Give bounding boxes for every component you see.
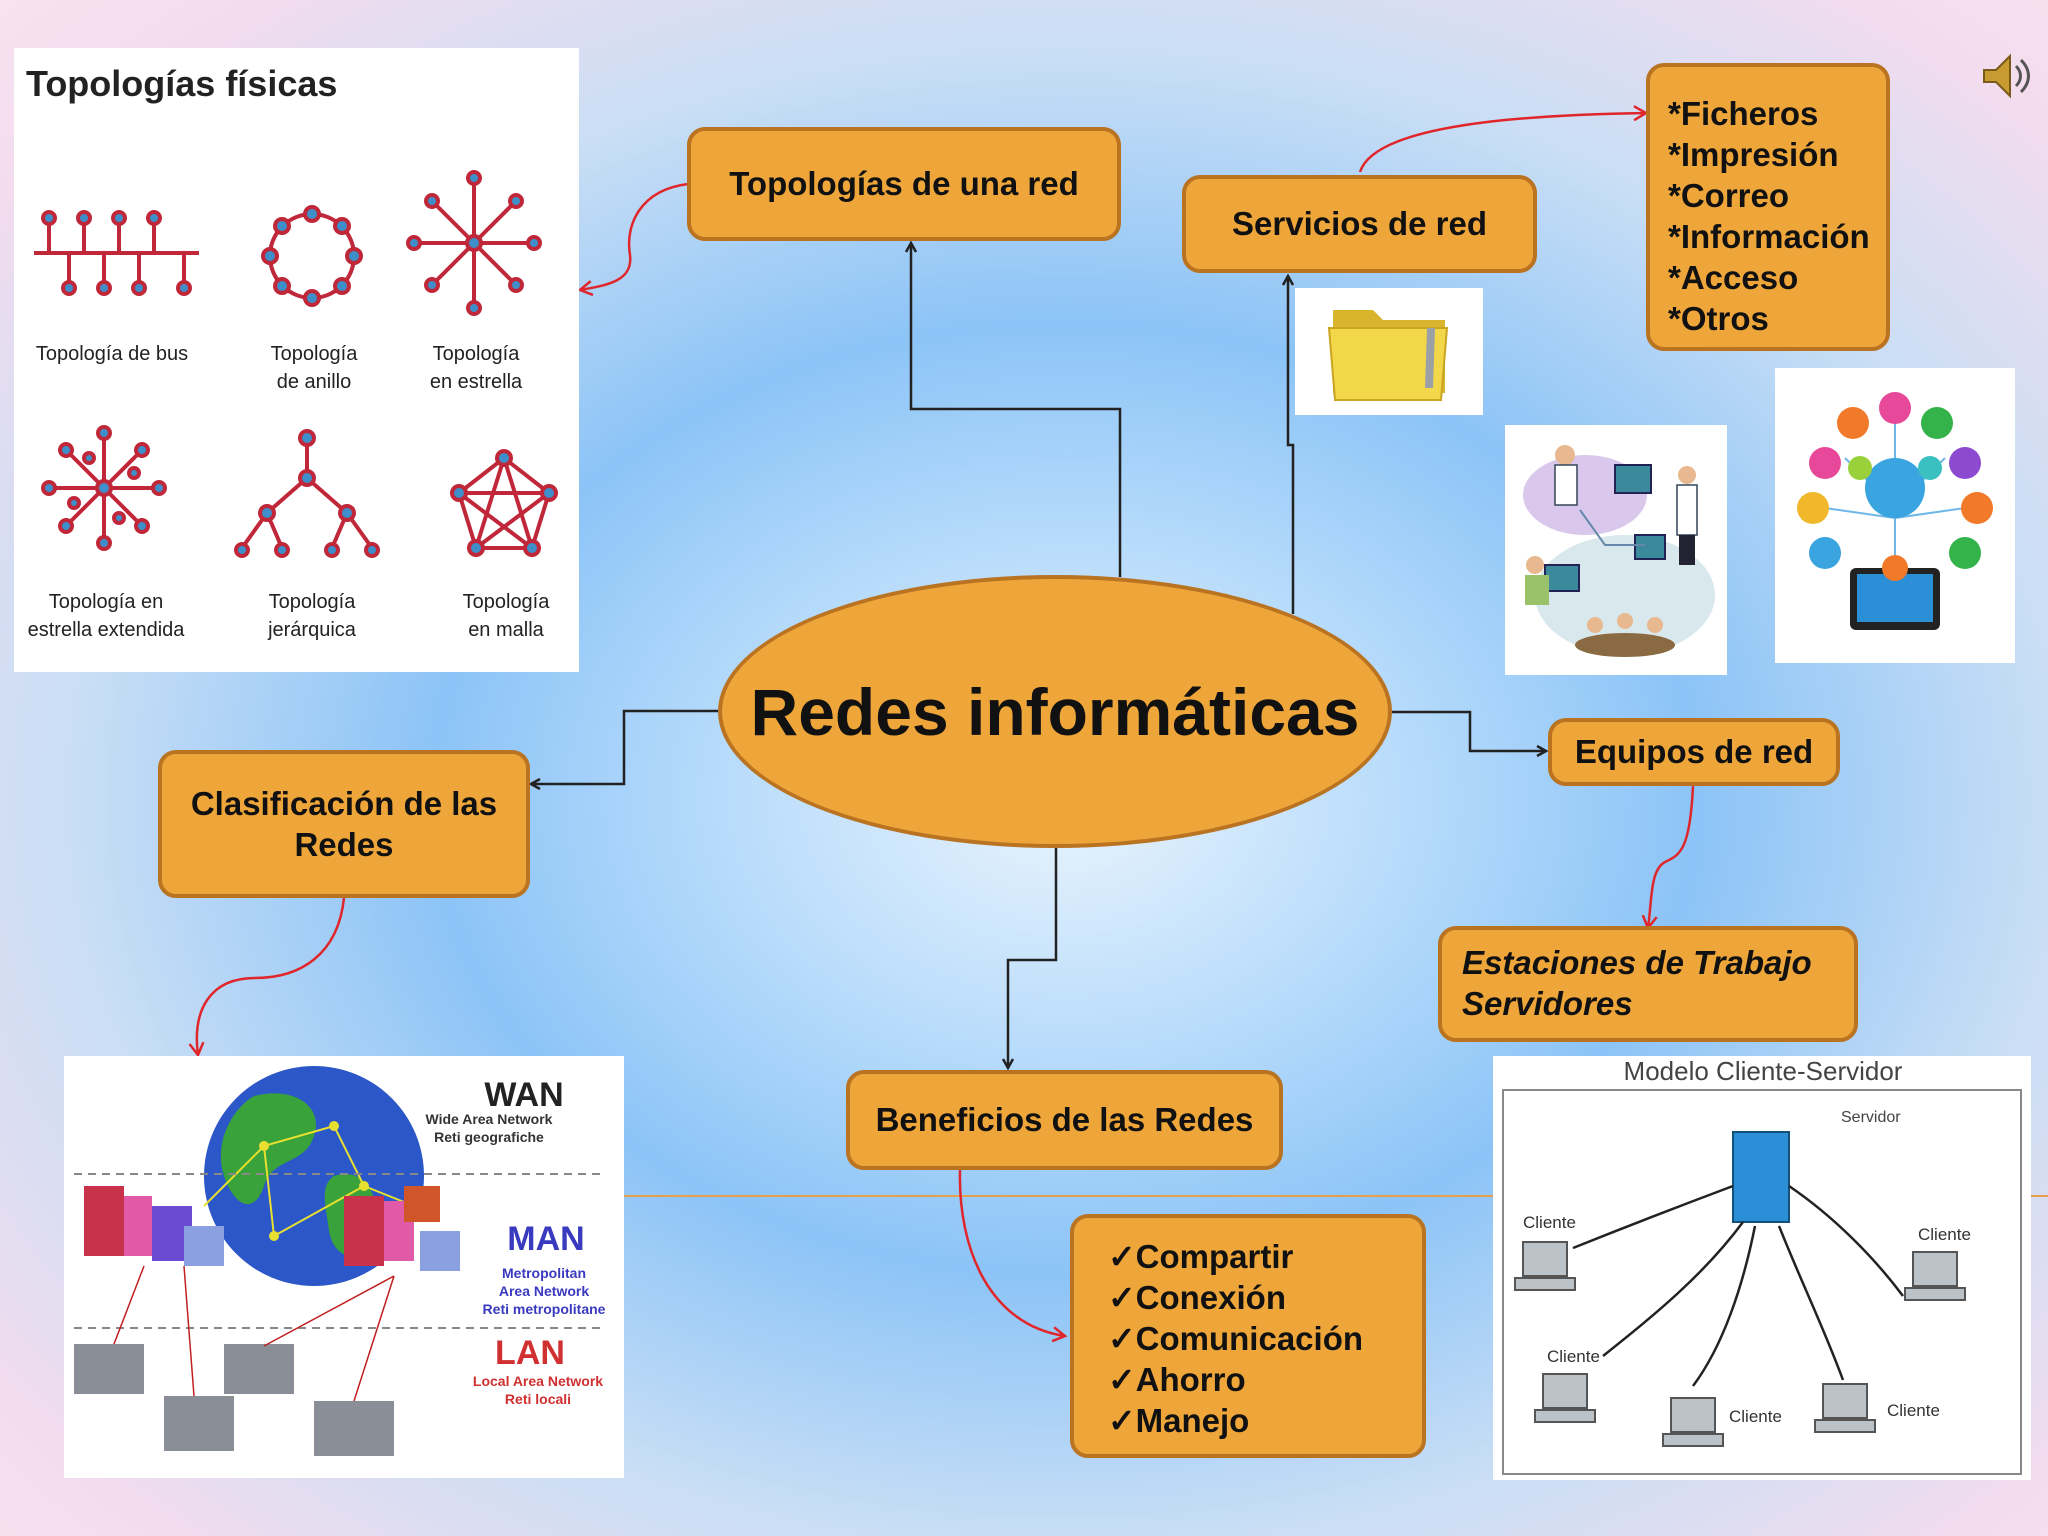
connector-equipos bbox=[1392, 710, 1546, 751]
central-topic: Redes informáticas bbox=[718, 575, 1392, 848]
estaciones-box: Estaciones de Trabajo Servidores bbox=[1438, 926, 1858, 1042]
wan-label: WAN bbox=[484, 1076, 563, 1114]
red-arrow-clasificacion bbox=[197, 897, 346, 1055]
cliente-servidor-image: Modelo Cliente-Servidor Servidor Cliente… bbox=[1493, 1056, 2031, 1480]
red-arrow-equipos bbox=[1648, 785, 1695, 928]
beneficios-item: ✓Ahorro bbox=[1108, 1361, 1246, 1398]
node-clasificacion: Clasificación de las Redes bbox=[158, 750, 530, 898]
folder-icon bbox=[1327, 310, 1449, 401]
cs-server-label: Servidor bbox=[1841, 1109, 1901, 1126]
topologias-panel-title: Topologías físicas bbox=[26, 63, 337, 104]
wan-sub1: Wide Area Network bbox=[426, 1111, 553, 1127]
node-beneficios-label: Beneficios de las Redes bbox=[875, 1101, 1254, 1138]
node-equipos-label: Equipos de red bbox=[1574, 733, 1814, 770]
lan-label: LAN bbox=[495, 1334, 565, 1372]
estaciones-item: Servidores bbox=[1462, 985, 1633, 1022]
connector-clasificacion bbox=[531, 709, 718, 784]
servicios-item: *Acceso bbox=[1668, 259, 1799, 296]
node-servicios-label: Servicios de red bbox=[1232, 205, 1487, 242]
folder-image bbox=[1295, 288, 1483, 415]
estaciones-item: Estaciones de Trabajo bbox=[1462, 944, 1812, 981]
servicios-item: *Ficheros bbox=[1668, 95, 1819, 132]
topologia-label: Topología en bbox=[49, 591, 164, 613]
topologia-label: jerárquica bbox=[267, 619, 357, 641]
topologia-label: estrella extendida bbox=[28, 619, 186, 641]
lan-sub2: Reti locali bbox=[505, 1391, 571, 1407]
node-topologias-label: Topologías de una red bbox=[729, 165, 1079, 202]
topologias-fisicas-image: Topologías físicas bbox=[14, 48, 579, 672]
red-arrow-servicios bbox=[1358, 113, 1646, 173]
speaker-icon[interactable] bbox=[1978, 48, 2034, 104]
topologia-label: Topología bbox=[269, 591, 357, 613]
cs-client-label: Cliente bbox=[1523, 1213, 1576, 1232]
topologia-label: Topología bbox=[463, 591, 551, 613]
node-clasificacion-line1: Clasificación de las bbox=[190, 785, 498, 822]
node-clasificacion-line2: Redes bbox=[294, 826, 394, 863]
servicios-item: *Impresión bbox=[1668, 136, 1839, 173]
topologia-label: en malla bbox=[468, 619, 544, 641]
servicios-list: *Ficheros *Impresión *Correo *Informació… bbox=[1646, 63, 1890, 351]
node-equipos: Equipos de red bbox=[1548, 718, 1840, 786]
cs-title: Modelo Cliente-Servidor bbox=[1624, 1056, 1903, 1086]
network-people-image bbox=[1505, 425, 1727, 675]
servicios-item: *Correo bbox=[1668, 177, 1790, 214]
man-sub3: Reti metropolitane bbox=[483, 1301, 606, 1317]
servicios-item: *Otros bbox=[1668, 300, 1769, 337]
node-topologias: Topologías de una red bbox=[687, 127, 1121, 241]
cs-client-label: Cliente bbox=[1918, 1225, 1971, 1244]
red-arrow-beneficios bbox=[958, 1169, 1065, 1336]
beneficios-item: ✓Comunicación bbox=[1108, 1320, 1364, 1357]
topologia-label: Topología bbox=[433, 343, 521, 365]
central-title: Redes informáticas bbox=[750, 674, 1360, 749]
connector-topologias bbox=[911, 243, 1122, 577]
topologia-label: Topología bbox=[271, 343, 359, 365]
cs-client-label: Cliente bbox=[1729, 1407, 1782, 1426]
cs-client-label: Cliente bbox=[1887, 1401, 1940, 1420]
wan-man-lan-image: WAN Wide Area Network Reti geografiche M… bbox=[64, 1056, 624, 1478]
man-label: MAN bbox=[507, 1220, 584, 1258]
connector-beneficios bbox=[1008, 848, 1058, 1068]
topologia-label: de anillo bbox=[277, 371, 352, 393]
beneficios-item: ✓Conexión bbox=[1108, 1279, 1286, 1316]
wan-sub2: Reti geografiche bbox=[434, 1129, 544, 1145]
beneficios-item: ✓Compartir bbox=[1108, 1238, 1294, 1275]
beneficios-list: ✓Compartir ✓Conexión ✓Comunicación ✓Ahor… bbox=[1070, 1214, 1426, 1458]
beneficios-item: ✓Manejo bbox=[1108, 1402, 1250, 1439]
topologia-label: Topología de bus bbox=[36, 343, 188, 365]
node-servicios: Servicios de red bbox=[1182, 175, 1537, 273]
lan-sub1: Local Area Network bbox=[473, 1373, 603, 1389]
red-arrow-topologias bbox=[580, 182, 689, 290]
cs-client-label: Cliente bbox=[1547, 1347, 1600, 1366]
servicios-item: *Información bbox=[1668, 218, 1870, 255]
apps-tablet-image bbox=[1775, 368, 2015, 663]
man-sub2: Area Network bbox=[499, 1283, 589, 1299]
node-beneficios: Beneficios de las Redes bbox=[846, 1070, 1283, 1170]
connector-servicios bbox=[1288, 276, 1295, 614]
topologia-label: en estrella bbox=[430, 371, 523, 393]
man-sub1: Metropolitan bbox=[502, 1265, 586, 1281]
